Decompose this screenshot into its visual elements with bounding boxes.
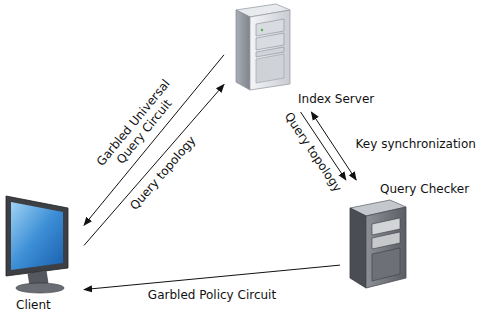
server-icon xyxy=(236,4,290,90)
query-checker: Query Checker xyxy=(340,180,475,292)
edge-label: Key synchronization xyxy=(336,137,487,151)
node-label: Query Checker xyxy=(380,182,469,196)
edge-label: Query topology xyxy=(268,90,358,214)
edge-label: Garbled Policy Circuit xyxy=(122,288,302,302)
checker-icon xyxy=(350,200,406,288)
client-computer: Client xyxy=(2,190,84,316)
arrow-connector xyxy=(84,55,224,225)
node-label: Client xyxy=(16,298,51,312)
arrow-connector xyxy=(84,265,340,289)
index-server: Index Server xyxy=(224,2,377,112)
monitor-icon xyxy=(6,196,68,293)
node-label: Index Server xyxy=(298,92,374,106)
